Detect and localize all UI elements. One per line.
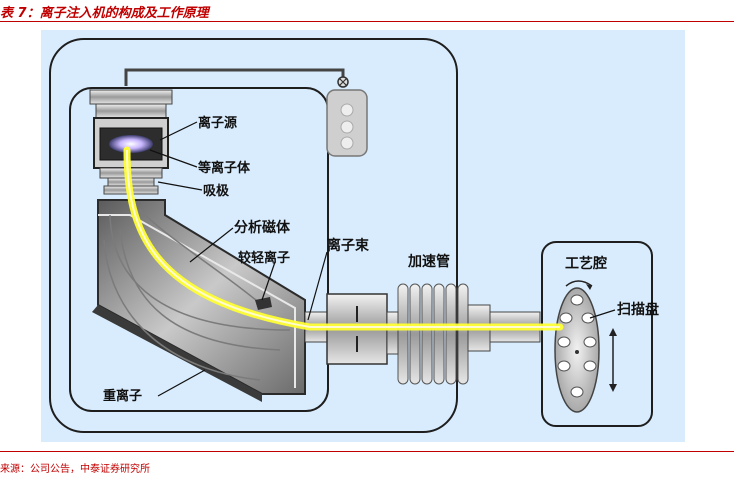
ion-source-cap <box>89 89 173 105</box>
label-process-chamber: 工艺腔 <box>565 255 607 272</box>
accelerator-tube <box>397 283 469 385</box>
label-ion-beam: 离子束 <box>327 237 370 254</box>
source-note: 来源：公司公告，中泰证券研究所 <box>0 464 150 475</box>
label-light-ions: 较轻离子 <box>238 250 290 266</box>
gas-bottle-icon <box>340 103 354 117</box>
figure-title: 表 7：离子注入机的构成及工作原理 <box>0 6 209 21</box>
label-scan-disk: 扫描盘 <box>617 301 659 318</box>
rotation-arrow-icon <box>565 280 593 287</box>
label-plasma: 等离子体 <box>197 160 251 176</box>
plasma-glow <box>109 135 153 153</box>
outer-enclosure <box>49 38 458 433</box>
heavy-ion-path <box>103 239 261 381</box>
process-chamber <box>541 241 653 427</box>
label-accelerator-tube: 加速管 <box>407 253 450 270</box>
label-suction-pole: 吸极 <box>203 183 230 199</box>
gas-bottle-icon <box>340 136 354 150</box>
light-ion-path <box>139 209 263 306</box>
gas-pipe <box>124 68 345 86</box>
magnet-bottom-plate <box>92 305 262 402</box>
gas-bottle-icon <box>340 120 354 134</box>
label-heavy-ions: 重离子 <box>103 388 142 404</box>
inner-enclosure <box>69 87 329 412</box>
footer-rule <box>0 451 734 452</box>
label-analyzer-magnet: 分析磁体 <box>234 219 291 236</box>
label-ion-source: 离子源 <box>198 115 237 131</box>
title-rule <box>0 21 734 22</box>
